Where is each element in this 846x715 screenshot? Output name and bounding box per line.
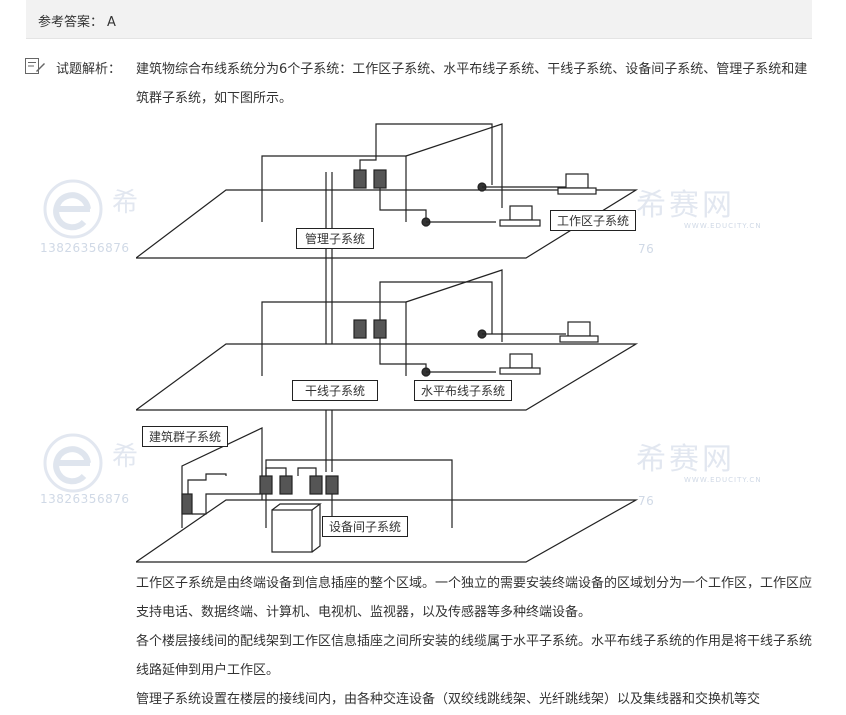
floor-3-back-wall — [261, 155, 407, 222]
answer-text: 参考答案：A — [38, 11, 116, 30]
watermark-brand-right: 希赛网 — [636, 442, 735, 477]
watermark-phone: 13826356876 — [40, 241, 130, 255]
watermark-logo-icon — [43, 433, 103, 493]
floor-2-plate — [136, 343, 639, 411]
floor-2-back-wall — [261, 301, 407, 376]
answer-value: A — [107, 15, 116, 30]
label-backbone: 干线子系统 — [292, 380, 379, 401]
watermark-phone: 13826356876 — [40, 492, 130, 506]
edit-note-icon — [25, 58, 45, 74]
answer-bar: 参考答案：A — [26, 0, 812, 39]
paragraph-horizontal: 各个楼层接线间的配线架到工作区信息插座之间所安装的线缆属于水平子系统。水平布线子… — [136, 634, 813, 678]
label-horizontal: 水平布线子系统 — [414, 380, 513, 401]
label-management: 管理子系统 — [296, 228, 375, 249]
floor-3-partition — [405, 123, 503, 208]
paragraph-management: 管理子系统设置在楼层的接线间内，由各种交连设备（双绞线跳线架、光纤跳线架）以及集… — [136, 692, 761, 707]
explanation-label: 试题解析： — [56, 62, 122, 77]
watermark-top-right: 希赛网 WWW.EDUCITY.CN — [636, 180, 766, 240]
watermark-logo-icon — [43, 179, 103, 239]
answer-label: 参考答案： — [38, 15, 104, 30]
cabling-system-diagram — [136, 123, 639, 563]
watermark-mid-right: 希赛网 WWW.EDUCITY.CN — [636, 434, 766, 494]
floor-2-partition — [405, 269, 503, 342]
label-equipment-room: 设备间子系统 — [322, 516, 409, 537]
watermark-phone-fragment: 76 — [638, 494, 655, 508]
label-campus: 建筑群子系统 — [142, 426, 229, 447]
watermark-url: WWW.EDUCITY.CN — [684, 222, 762, 230]
explanation-intro: 建筑物综合布线系统分为6个子系统：工作区子系统、水平布线子系统、干线子系统、设备… — [136, 62, 808, 106]
paragraph-work-area: 工作区子系统是由终端设备到信息插座的整个区域。一个独立的需要安装终端设备的区域划… — [136, 576, 813, 620]
watermark-brand-right: 希赛网 — [636, 188, 735, 223]
watermark-url: WWW.EDUCITY.CN — [684, 476, 762, 484]
label-work-area: 工作区子系统 — [550, 210, 637, 231]
watermark-phone-fragment: 76 — [638, 242, 655, 256]
